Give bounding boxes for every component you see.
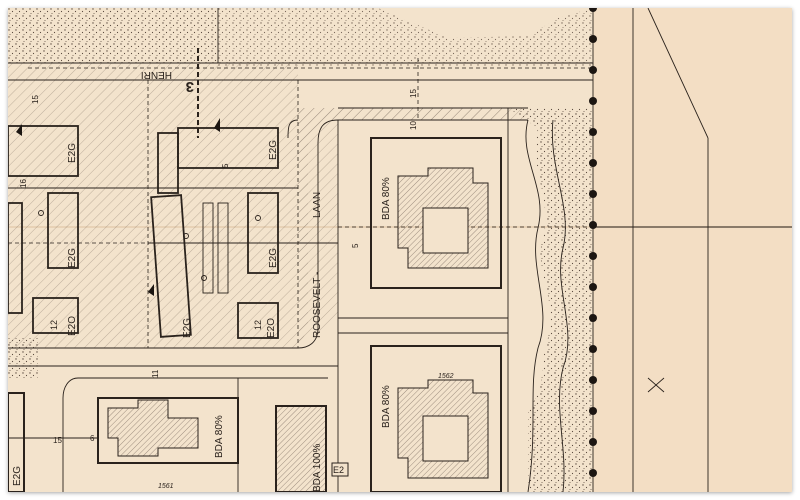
height-mark-5: 5 bbox=[221, 163, 230, 168]
section-marker: 3 bbox=[186, 78, 194, 95]
zone-code-e2g: E2G bbox=[67, 143, 78, 163]
zone-code-e2g: E2G bbox=[12, 466, 23, 486]
street-name-laan: LAAN bbox=[312, 192, 323, 218]
zone-box-e2 bbox=[331, 462, 349, 477]
zoning-plan-map: HENRI ROOSEVELT - LAAN 3 BDA 80% BDA 80%… bbox=[8, 8, 792, 492]
label-bda-80-top: BDA 80% bbox=[381, 177, 392, 220]
building-block-bottom-left bbox=[8, 392, 327, 492]
zone-code-e2: E2 bbox=[333, 465, 344, 475]
buildings-left-block bbox=[8, 125, 279, 339]
stipple-zone-top-left bbox=[8, 8, 218, 63]
zone-code-e2o: E2O bbox=[266, 318, 277, 338]
municipal-boundary-dots bbox=[589, 8, 597, 477]
zone-code-e2g: E2G bbox=[268, 248, 279, 268]
height-mark-6: 6 bbox=[90, 434, 95, 443]
zone-code-e2g: E2G bbox=[67, 248, 78, 268]
stipple-zone-top bbox=[218, 8, 593, 66]
zone-code-e2g: E2G bbox=[268, 140, 279, 160]
plot-count-12: 12 bbox=[253, 320, 263, 330]
height-mark-15: 15 bbox=[409, 89, 418, 98]
building-block-lower bbox=[370, 345, 502, 492]
arrow-markers bbox=[16, 118, 220, 296]
plot-number-1561: 1561 bbox=[158, 483, 174, 490]
zone-code-e2o: E2O bbox=[67, 316, 78, 336]
street-name-henri: HENRI bbox=[141, 69, 172, 80]
building-block-upper bbox=[370, 137, 502, 289]
height-mark-15: 15 bbox=[31, 95, 40, 104]
street-name-roosevelt: ROOSEVELT - bbox=[312, 272, 323, 338]
map-sheet: HENRI ROOSEVELT - LAAN 3 BDA 80% BDA 80%… bbox=[8, 8, 792, 492]
plot-number-1562: 1562 bbox=[438, 373, 454, 380]
stipple-strip-right bbox=[508, 108, 593, 492]
label-bda-100: BDA 100% bbox=[312, 444, 323, 492]
height-mark-10: 10 bbox=[409, 121, 418, 130]
label-bda-80-bottom: BDA 80% bbox=[214, 415, 225, 458]
height-mark-11: 11 bbox=[151, 369, 160, 378]
dashed-boundaries bbox=[8, 58, 593, 348]
height-mark-16: 16 bbox=[19, 179, 28, 188]
height-mark-15: 15 bbox=[53, 436, 62, 445]
label-bda-80-mid: BDA 80% bbox=[381, 385, 392, 428]
zone-code-e2g: E2G bbox=[182, 318, 193, 338]
survey-markers bbox=[38, 210, 665, 393]
hatched-residential-zone bbox=[8, 63, 528, 348]
plot-count-12: 12 bbox=[49, 320, 59, 330]
height-mark-5: 5 bbox=[351, 243, 360, 248]
